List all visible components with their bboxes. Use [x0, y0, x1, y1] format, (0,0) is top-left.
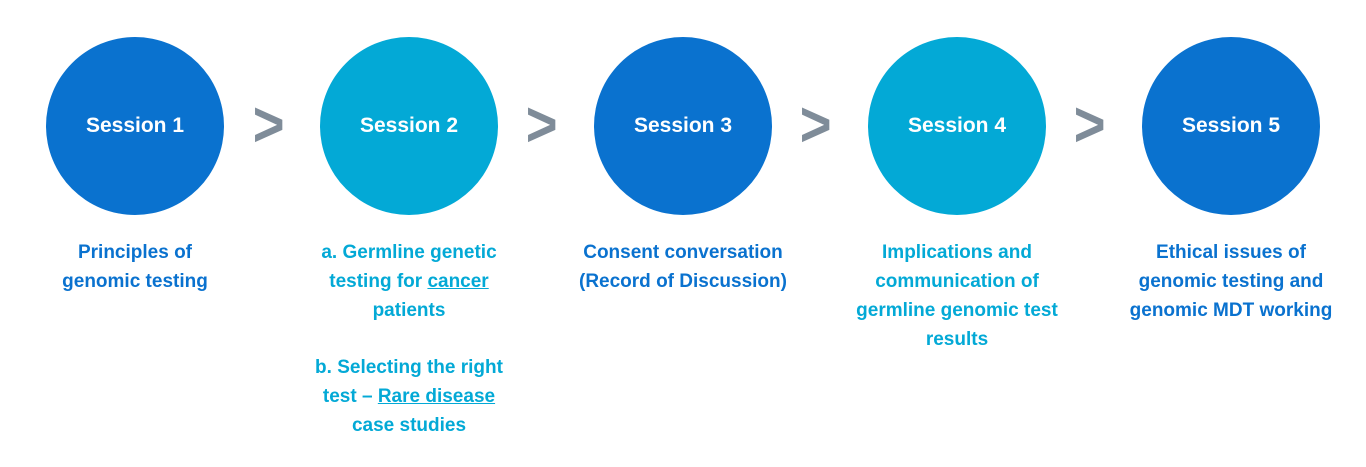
session-2-circle: Session 2 — [320, 37, 498, 215]
session-2-description: a. Germline genetic testing for cancer p… — [315, 242, 503, 436]
chevron-right-icon: > — [252, 88, 285, 160]
session-3-description: Consent conversation (Record of Discussi… — [579, 242, 787, 292]
session-3-circle: Session 3 — [594, 37, 772, 215]
session-4-description: Implications and communication of germli… — [856, 242, 1058, 350]
cancer-link[interactable]: cancer — [427, 271, 489, 292]
rare-disease-link[interactable]: Rare disease — [377, 386, 496, 407]
session-5-circle: Session 5 — [1142, 37, 1320, 215]
session-1-description: Principles of genomic testing — [62, 242, 208, 292]
session-4-circle: Session 4 — [868, 37, 1046, 215]
session-1-circle: Session 1 — [46, 37, 224, 215]
session-5-label: Session 5 — [1181, 114, 1281, 137]
session-5-description: Ethical issues of genomic testing and ge… — [1129, 242, 1333, 321]
session-2-label: Session 2 — [359, 114, 459, 137]
chevron-right-icon: > — [1073, 88, 1106, 160]
chevron-right-icon: > — [799, 88, 832, 160]
session-3-label: Session 3 — [633, 114, 733, 137]
session-4-label: Session 4 — [907, 114, 1007, 137]
session-1-label: Session 1 — [85, 114, 185, 137]
chevron-right-icon: > — [525, 88, 558, 160]
